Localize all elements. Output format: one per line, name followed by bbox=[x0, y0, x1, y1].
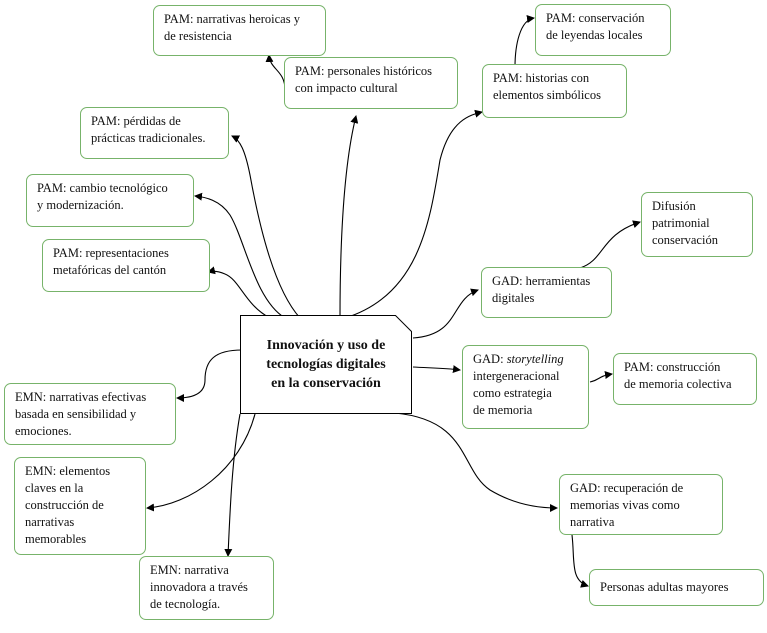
node-label: PAM: narrativas heroicas y de resistenci… bbox=[164, 12, 300, 43]
center-node: Innovación y uso de tecnologías digitale… bbox=[240, 315, 412, 414]
connector-herramientas-difusion bbox=[579, 220, 641, 269]
node-gad-recuperacion: GAD: recuperación de memorias vivas como… bbox=[559, 474, 723, 535]
node-label: EMN: narrativa innovadora a través de te… bbox=[150, 563, 248, 611]
node-emn-elementos-claves: EMN: elementos claves en la construcción… bbox=[14, 457, 146, 555]
connector-storytelling-construccion bbox=[589, 371, 613, 383]
node-label: PAM: construcción de memoria colectiva bbox=[624, 360, 732, 391]
connector-center-storytelling bbox=[412, 365, 461, 374]
node-label: Personas adultas mayores bbox=[600, 580, 729, 594]
node-pam-narrativas-heroicas: PAM: narrativas heroicas y de resistenci… bbox=[153, 5, 326, 56]
node-pam-cambio-tecnologico: PAM: cambio tecnológico y modernización. bbox=[26, 174, 194, 227]
connector-center-emn-elementos bbox=[146, 413, 256, 512]
connector-recuperacion-personas bbox=[571, 534, 589, 588]
node-label-rest: intergeneracional como estrategia de mem… bbox=[473, 369, 560, 417]
node-pam-construccion-memoria: PAM: construcción de memoria colectiva bbox=[613, 353, 757, 405]
node-emn-narrativas-efectivas: EMN: narrativas efectivas basada en sens… bbox=[4, 383, 176, 445]
node-personas-adultas: Personas adultas mayores bbox=[589, 569, 764, 606]
connector-center-recuperacion bbox=[394, 412, 558, 512]
connector-historias-conservacion bbox=[514, 15, 535, 68]
connector-center-perdidas bbox=[231, 135, 301, 319]
node-label: GAD: herramientas digitales bbox=[492, 274, 591, 305]
node-pam-personales-historicos: PAM: personales históricos con impacto c… bbox=[284, 57, 458, 109]
connector-center-emn-efectivas bbox=[176, 349, 243, 402]
node-pam-perdidas-practicas: PAM: pérdidas de prácticas tradicionales… bbox=[80, 107, 229, 159]
connector-center-historias bbox=[344, 109, 483, 319]
node-label: PAM: historias con elementos simbólicos bbox=[493, 71, 601, 102]
node-pam-representaciones: PAM: representaciones metafóricas del ca… bbox=[42, 239, 210, 292]
node-label-emphasis: storytelling bbox=[506, 352, 564, 366]
node-label: GAD: recuperación de memorias vivas como… bbox=[570, 481, 684, 529]
node-label: EMN: narrativas efectivas basada en sens… bbox=[15, 390, 147, 438]
connector-center-personales bbox=[339, 115, 359, 319]
node-label: PAM: cambio tecnológico y modernización. bbox=[37, 181, 168, 212]
node-pam-conservacion-leyendas: PAM: conservación de leyendas locales bbox=[535, 4, 671, 56]
node-label: Difusión patrimonial conservación bbox=[652, 199, 718, 247]
node-label: PAM: conservación de leyendas locales bbox=[546, 11, 645, 42]
connector-center-herramientas bbox=[412, 288, 479, 339]
node-label: PAM: personales históricos con impacto c… bbox=[295, 64, 433, 95]
node-label: PAM: pérdidas de prácticas tradicionales… bbox=[91, 114, 206, 145]
connector-center-cambio bbox=[194, 192, 286, 319]
node-pam-historias-simbolicos: PAM: historias con elementos simbólicos bbox=[482, 64, 627, 118]
node-emn-narrativa-innovadora: EMN: narrativa innovadora a través de te… bbox=[139, 556, 274, 620]
node-gad-storytelling: GAD: storytelling intergeneracional como… bbox=[462, 345, 589, 429]
connector-center-representaciones bbox=[207, 266, 271, 319]
node-label-prefix: GAD: bbox=[473, 352, 507, 366]
node-gad-herramientas: GAD: herramientas digitales bbox=[481, 267, 612, 318]
node-difusion-patrimonial: Difusión patrimonial conservación bbox=[641, 192, 753, 257]
connector-center-emn-innovadora bbox=[224, 413, 241, 557]
node-label: EMN: elementos claves en la construcción… bbox=[25, 464, 111, 546]
center-node-label: Innovación y uso de tecnologías digitale… bbox=[266, 338, 386, 391]
node-label: PAM: representaciones metafóricas del ca… bbox=[53, 246, 169, 277]
